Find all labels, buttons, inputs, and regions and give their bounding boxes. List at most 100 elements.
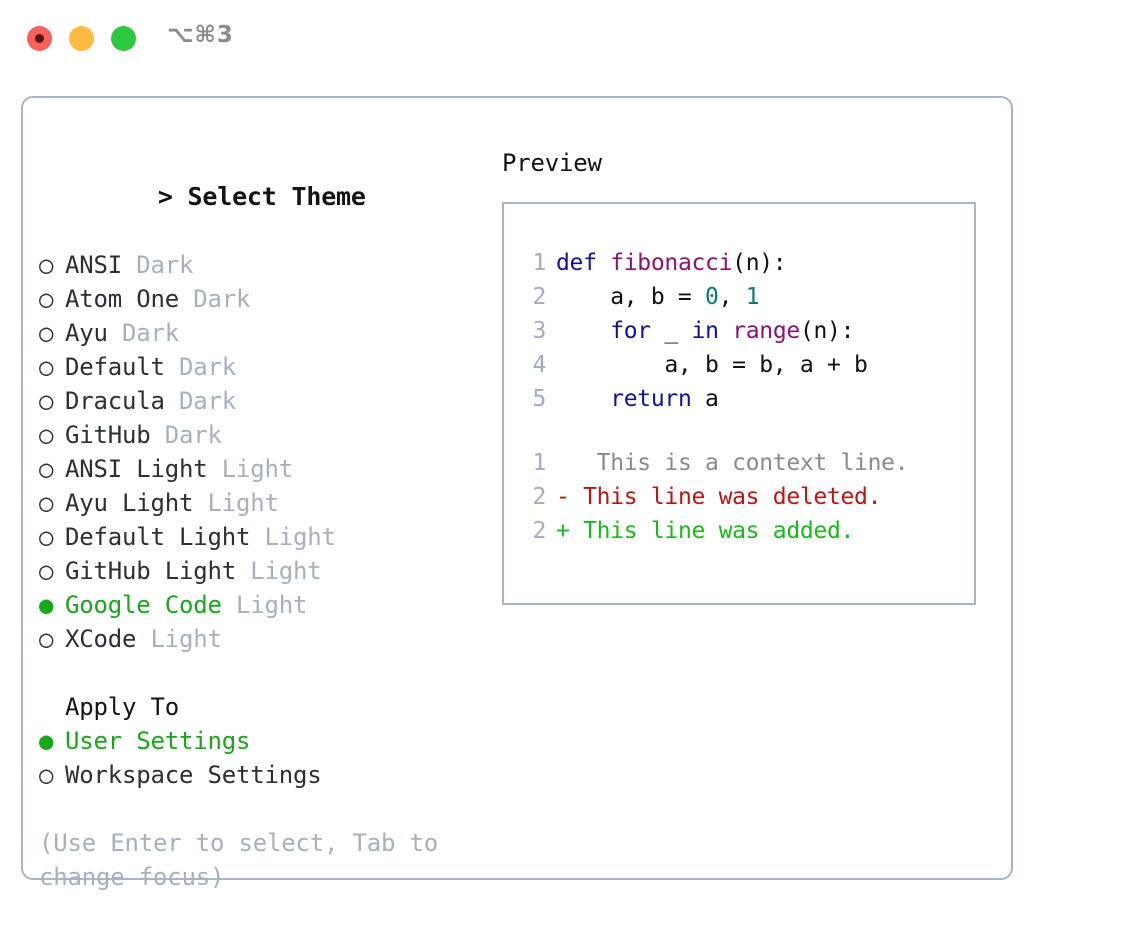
- page-title: Select Theme: [187, 182, 366, 211]
- theme-option-label: Google Code: [65, 591, 222, 619]
- theme-option-ansi[interactable]: ○ANSI Dark: [39, 248, 469, 282]
- code-token-txt: [556, 314, 610, 348]
- code-token-fn: fibonacci: [610, 250, 733, 276]
- radio-selected-icon: ●: [39, 591, 54, 619]
- label-gap: [122, 248, 136, 282]
- diff-text: This line was deleted.: [569, 484, 882, 510]
- label-gap: [250, 520, 264, 554]
- code-token-txt: a, b = b, a + b: [556, 352, 868, 378]
- select-theme-heading: > Select Theme: [39, 146, 469, 248]
- radio-unselected-icon: ○: [39, 319, 54, 347]
- radio-unselected-icon: ○: [39, 557, 54, 585]
- theme-option-kind: Dark: [179, 387, 236, 415]
- theme-option-ayu-light[interactable]: ○ Ayu Light Light: [39, 486, 469, 520]
- prompt-marker-icon: >: [157, 182, 173, 211]
- radio-unselected-icon: ○: [39, 455, 54, 483]
- minimize-button[interactable]: [69, 26, 94, 51]
- diff-marker: -: [556, 484, 570, 510]
- theme-option-label: Ayu Light: [65, 489, 194, 517]
- theme-option-ansi-light[interactable]: ○ANSI Light Light: [39, 452, 469, 486]
- code-token-txt: (n):: [732, 250, 787, 276]
- window-controls: [27, 26, 136, 51]
- code-token-fn: range: [732, 318, 800, 344]
- code-token-txt: ,: [718, 284, 746, 310]
- theme-option-kind: Light: [236, 591, 308, 619]
- code-token-kw: for: [610, 318, 651, 344]
- theme-option-default[interactable]: ○Default Dark: [39, 350, 469, 384]
- theme-option-label: ANSI: [65, 251, 122, 279]
- label-gap: [236, 554, 250, 588]
- maximize-button[interactable]: [111, 26, 136, 51]
- label-gap: [179, 282, 193, 316]
- radio-unselected-icon: ○: [39, 421, 54, 449]
- theme-option-kind: Light: [207, 489, 279, 517]
- theme-options-list: ○ANSI Dark○Atom One Dark○Ayu Dark○Defaul…: [39, 248, 469, 656]
- apply-to-option-workspace-settings[interactable]: ○ Workspace Settings: [39, 758, 469, 792]
- code-token-num: 1: [745, 284, 760, 310]
- theme-option-kind: Dark: [164, 421, 222, 449]
- theme-option-kind: Dark: [179, 353, 236, 381]
- code-token-kw: def: [556, 250, 611, 276]
- code-diff-spacer: [520, 416, 974, 446]
- code-token-kw: return: [610, 386, 692, 412]
- code-line: 5 return a: [520, 382, 974, 416]
- code-token-txt: [719, 314, 733, 348]
- line-number: 1: [532, 250, 546, 276]
- code-token-txt: _: [650, 318, 692, 344]
- apply-to-option-label: Workspace Settings: [65, 761, 322, 789]
- label-gap: [151, 418, 165, 452]
- theme-option-label: Atom One: [65, 285, 179, 313]
- code-line: 3 for _ in range(n):: [520, 314, 974, 348]
- theme-option-kind: Light: [150, 625, 222, 653]
- theme-option-kind: Dark: [122, 319, 179, 347]
- apply-to-option-user-settings[interactable]: ●User Settings: [39, 724, 469, 758]
- preview-heading: Preview: [502, 149, 602, 177]
- label-gap: [208, 452, 222, 486]
- radio-unselected-icon: ○: [39, 285, 54, 313]
- theme-list-column: > Select Theme ○ANSI Dark○Atom One Dark○…: [39, 146, 469, 894]
- label-gap: [136, 622, 150, 656]
- line-number: 3: [532, 318, 546, 344]
- keyboard-hint-text: (Use Enter to select, Tab to change focu…: [39, 829, 453, 891]
- radio-unselected-icon: ○: [39, 489, 54, 517]
- diff-marker: +: [556, 518, 570, 544]
- theme-option-google-code[interactable]: ● Google Code Light: [39, 588, 469, 622]
- code-line: 4 a, b = b, a + b: [520, 348, 974, 382]
- label-gap: [222, 588, 236, 622]
- code-token-kw: in: [691, 318, 719, 344]
- theme-option-github-light[interactable]: ○GitHub Light Light: [39, 554, 469, 588]
- theme-option-label: ANSI Light: [65, 455, 208, 483]
- line-number: 1: [532, 450, 546, 476]
- code-line: 1 def fibonacci(n):: [520, 246, 974, 280]
- radio-unselected-icon: ○: [39, 251, 54, 279]
- line-number: 2: [532, 484, 546, 510]
- theme-option-kind: Light: [264, 523, 336, 551]
- code-line: 2 a, b = 0, 1: [520, 280, 974, 314]
- code-token-txt: [556, 382, 610, 416]
- theme-picker-panel: > Select Theme ○ANSI Dark○Atom One Dark○…: [21, 96, 1013, 891]
- line-number: 2: [532, 518, 546, 544]
- diff-marker: [556, 446, 570, 480]
- code-token-num: 0: [705, 284, 719, 310]
- theme-option-dracula[interactable]: ○Dracula Dark: [39, 384, 469, 418]
- radio-unselected-icon: ○: [39, 761, 54, 789]
- code-token-txt: (n):: [799, 318, 855, 344]
- radio-unselected-icon: ○: [39, 353, 54, 381]
- theme-option-label: Default Light: [65, 523, 251, 551]
- theme-option-xcode[interactable]: ○XCode Light: [39, 622, 469, 656]
- theme-option-ayu[interactable]: ○Ayu Dark: [39, 316, 469, 350]
- close-button[interactable]: [27, 26, 52, 51]
- label-gap: [165, 350, 179, 384]
- label-gap: [108, 316, 122, 350]
- theme-option-atom-one[interactable]: ○Atom One Dark: [39, 282, 469, 316]
- radio-selected-icon: ●: [39, 727, 54, 755]
- diff-sample: 1 This is a context line. 2- This line wa…: [520, 446, 974, 548]
- apply-to-heading: Apply To: [65, 693, 179, 721]
- code-token-txt: a: [691, 386, 719, 412]
- theme-option-github[interactable]: ○GitHub Dark: [39, 418, 469, 452]
- diff-line: 1 This is a context line.: [520, 446, 974, 480]
- radio-unselected-icon: ○: [39, 625, 54, 653]
- theme-option-default-light[interactable]: ○Default Light Light: [39, 520, 469, 554]
